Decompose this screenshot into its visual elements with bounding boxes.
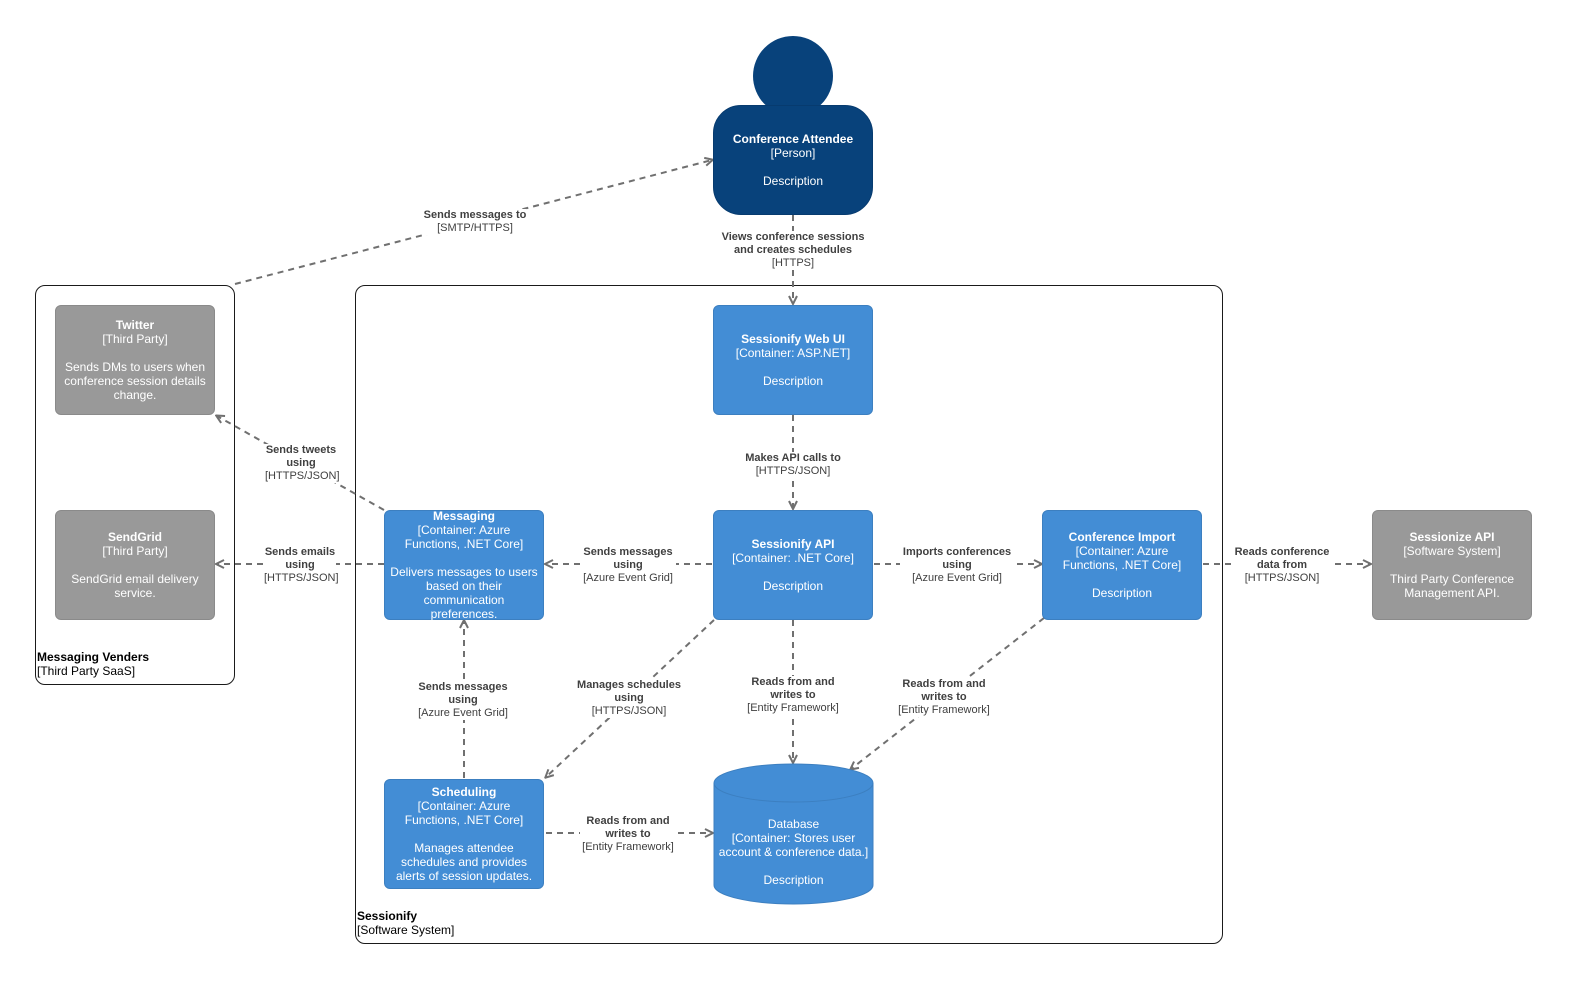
node-description: Description: [1091, 586, 1153, 600]
edge-technology: [Entity Framework]: [898, 704, 990, 716]
edge-label-webui-api: Makes API calls to [HTTPS/JSON]: [745, 452, 841, 478]
edge-label-import-database: Reads from and writes to [Entity Framewo…: [896, 678, 992, 717]
boundary-name: Sessionify: [357, 909, 418, 923]
edge-label-vendors-attendee: Sends messages to [SMTP/HTTPS]: [423, 209, 527, 235]
node-type: [Software System]: [1403, 544, 1501, 558]
messaging-vendors-boundary: [35, 285, 235, 685]
edge-label-api-scheduling: Manages schedules using [HTTPS/JSON]: [574, 679, 684, 718]
node-name: SendGrid: [107, 530, 162, 544]
node-type: [Container: .NET Core]: [732, 551, 854, 565]
edge-label-messaging-sendgrid: Sends emails using [HTTPS/JSON]: [264, 546, 339, 585]
node-description: Delivers messages to users based on thei…: [390, 565, 538, 621]
node-type: [Container: Stores user account & confer…: [718, 831, 869, 859]
node-description: Third Party Conference Management API.: [1389, 572, 1515, 600]
edge-technology: [HTTPS/JSON]: [591, 705, 667, 717]
edge-description: Sends messages using: [418, 681, 508, 706]
node-name: Conference Attendee: [732, 132, 854, 146]
node-type: [Third Party]: [102, 332, 168, 346]
edge-technology: [HTTPS/JSON]: [1244, 572, 1320, 584]
node-type: [Person]: [770, 146, 816, 160]
node-name: Conference Import: [1068, 530, 1176, 544]
edge-description: Reads from and writes to: [751, 676, 835, 701]
edge-description: Makes API calls to: [745, 452, 841, 464]
boundary-type: [Software System]: [357, 923, 455, 937]
edge-technology: [SMTP/HTTPS]: [437, 222, 513, 234]
edge-description: Sends tweets using: [265, 444, 337, 469]
edge-label-scheduling-database: Reads from and writes to [Entity Framewo…: [580, 815, 676, 854]
sessionize-api-node[interactable]: Sessionize API [Software System] Third P…: [1372, 510, 1532, 620]
edge-description: Imports conferences using: [902, 546, 1012, 571]
edge-label-import-sessionize: Reads conference data from [HTTPS/JSON]: [1232, 546, 1332, 585]
database-node[interactable]: Database [Container: Stores user account…: [713, 763, 874, 905]
node-description: Description: [762, 374, 824, 388]
node-description: Sends DMs to users when conference sessi…: [64, 360, 206, 402]
edge-technology: [Azure Event Grid]: [912, 572, 1002, 584]
node-description: SendGrid email delivery service.: [71, 572, 199, 600]
boundary-type: [Third Party SaaS]: [37, 664, 136, 678]
node-name: Database: [767, 817, 820, 831]
edge-description: Manages schedules using: [577, 679, 681, 704]
boundary-name: Messaging Venders: [37, 650, 150, 664]
sendgrid-node[interactable]: SendGrid [Third Party] SendGrid email de…: [55, 510, 215, 620]
edge-description: Views conference sessions and creates sc…: [721, 231, 865, 256]
edge-description: Reads from and writes to: [902, 678, 986, 703]
edge-messaging-twitter: [217, 416, 385, 511]
node-type: [Container: Azure Functions, .NET Core]: [1062, 544, 1182, 572]
edge-label-messaging-twitter: Sends tweets using [HTTPS/JSON]: [265, 444, 340, 483]
sessionify-api-node[interactable]: Sessionify API [Container: .NET Core] De…: [713, 510, 873, 620]
sessionify-boundary: [355, 285, 1223, 944]
messaging-node[interactable]: Messaging [Container: Azure Functions, .…: [384, 509, 544, 621]
edge-technology: [HTTPS]: [771, 257, 815, 269]
edge-description: Sends messages to: [423, 209, 527, 221]
edge-technology: [Entity Framework]: [582, 841, 674, 853]
conference-attendee-node[interactable]: Conference Attendee [Person] Description: [713, 105, 873, 215]
node-type: [Third Party]: [102, 544, 168, 558]
edge-technology: [Azure Event Grid]: [583, 572, 673, 584]
node-description: Description: [762, 579, 824, 593]
node-type: [Container: Azure Functions, .NET Core]: [404, 799, 524, 827]
node-description: Description: [762, 174, 824, 188]
node-name: Sessionify Web UI: [741, 332, 845, 346]
sessionify-label: Sessionify [Software System]: [357, 909, 454, 937]
node-description: Manages attendee schedules and provides …: [395, 841, 533, 883]
messaging-vendors-label: Messaging Venders [Third Party SaaS]: [37, 650, 149, 678]
sessionify-web-ui-node[interactable]: Sessionify Web UI [Container: ASP.NET] D…: [713, 305, 873, 415]
database-cylinder-icon: [713, 763, 874, 905]
person-head-icon: [753, 36, 833, 116]
edge-label-api-import: Imports conferences using [Azure Event G…: [900, 546, 1014, 585]
edge-technology: [HTTPS/JSON]: [265, 470, 340, 482]
twitter-node[interactable]: Twitter [Third Party] Sends DMs to users…: [55, 305, 215, 415]
node-type: [Container: ASP.NET]: [735, 346, 851, 360]
edge-description: Sends emails using: [264, 546, 336, 571]
node-name: Scheduling: [431, 785, 497, 799]
edge-description: Reads from and writes to: [586, 815, 670, 840]
edge-description: Sends messages using: [583, 546, 673, 571]
node-name: Sessionize API: [1409, 530, 1495, 544]
node-name: Messaging: [432, 509, 495, 523]
scheduling-node[interactable]: Scheduling [Container: Azure Functions, …: [384, 779, 544, 889]
node-description: Description: [763, 873, 824, 887]
edge-label-api-messaging: Sends messages using [Azure Event Grid]: [580, 546, 676, 585]
edge-label-attendee-webui: Views conference sessions and creates sc…: [713, 231, 873, 270]
node-type: [Container: Azure Functions, .NET Core]: [404, 523, 524, 551]
edge-description: Reads conference data from: [1234, 546, 1330, 571]
edge-label-api-database: Reads from and writes to [Entity Framewo…: [745, 676, 841, 715]
edge-technology: [Entity Framework]: [747, 702, 839, 714]
edge-label-scheduling-messaging: Sends messages using [Azure Event Grid]: [415, 681, 511, 720]
edge-technology: [Azure Event Grid]: [418, 707, 508, 719]
node-name: Twitter: [115, 318, 155, 332]
conference-import-node[interactable]: Conference Import [Container: Azure Func…: [1042, 510, 1202, 620]
node-name: Sessionify API: [751, 537, 835, 551]
edge-technology: [HTTPS/JSON]: [755, 465, 831, 477]
edge-technology: [HTTPS/JSON]: [264, 572, 339, 584]
